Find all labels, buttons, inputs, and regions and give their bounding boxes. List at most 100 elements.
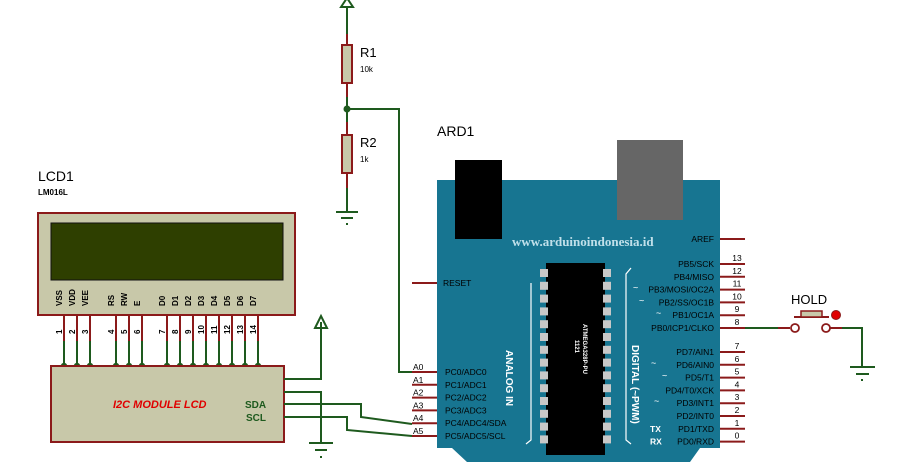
lcd-model: LM016L xyxy=(38,188,68,197)
arduino-board[interactable]: www.arduinoindonesia.id 1121 ATMEGA328P-… xyxy=(412,140,745,462)
power-jack xyxy=(455,160,502,239)
digital-pin-name: PB5/SCK xyxy=(678,259,714,269)
pwm-tilde: ~ xyxy=(633,283,638,293)
digital-pin-number: 6 xyxy=(735,354,740,364)
chip-pin xyxy=(603,371,611,380)
digital-pin-name: PB0/ICP1/CLKO xyxy=(651,323,714,333)
chip-pin xyxy=(603,294,611,303)
lcd-pin-number: 7 xyxy=(158,329,167,334)
analog-pin-number: A5 xyxy=(413,426,424,436)
chip-pin xyxy=(603,345,611,354)
analog-pin-number: A2 xyxy=(413,388,424,398)
hold-pushbutton[interactable] xyxy=(745,310,863,368)
chip-pins xyxy=(540,269,611,444)
resistor-r1[interactable]: R1 10k xyxy=(341,34,377,97)
lcd-display[interactable] xyxy=(37,212,296,316)
lcd-pin-number: 10 xyxy=(197,325,206,334)
lcd-pin-name: D4 xyxy=(210,295,219,306)
lcd-pin-number: 3 xyxy=(81,329,90,334)
digital-pin-number: 0 xyxy=(735,431,740,441)
lcd-pin-d4[interactable]: D4 11 xyxy=(210,295,223,370)
pwm-tilde: ~ xyxy=(654,396,659,406)
lcd-pin-number: 11 xyxy=(210,325,219,334)
digital-pin-name: PD7/AIN1 xyxy=(676,347,714,357)
arduino-ref: ARD1 xyxy=(437,123,475,139)
digital-pin-name: PD5/T1 xyxy=(685,373,714,383)
i2c-module[interactable]: I2C MODULE LCD SDA SCL xyxy=(50,365,285,443)
digital-pin-name: PB1/OC1A xyxy=(672,310,714,320)
digital-pin-number: 5 xyxy=(735,367,740,377)
lcd-pin-number: 14 xyxy=(249,325,258,334)
analog-pin-name: PC4/ADC4/SDA xyxy=(445,418,507,428)
digital-pin-number: 8 xyxy=(735,317,740,327)
digital-pin-name: PB3/MOSI/OC2A xyxy=(648,285,714,295)
lcd-pin-name: VSS xyxy=(55,289,64,306)
ground-symbol xyxy=(336,211,358,225)
digital-pin-number: 10 xyxy=(732,291,742,301)
chip-pin xyxy=(540,269,548,277)
lcd-screen xyxy=(50,222,284,281)
digital-pin-number: 4 xyxy=(735,379,740,389)
digital-pin-name: PD3/INT1 xyxy=(677,398,715,408)
chip-pin xyxy=(603,333,611,341)
chip-pin xyxy=(603,358,611,367)
wire-divider-to-a0 xyxy=(347,108,412,373)
chip-part-number: ATMEGA328P-PU xyxy=(581,324,587,374)
pwm-tilde: ~ xyxy=(656,308,661,318)
r2-ref: R2 xyxy=(360,135,377,150)
digital-pin-number: 2 xyxy=(735,405,740,415)
lcd-pin-number: 2 xyxy=(68,329,77,334)
r1-value: 10k xyxy=(360,65,374,74)
chip-pin xyxy=(540,307,548,316)
lcd-pin-number: 9 xyxy=(184,329,193,334)
lcd-pin-number: 8 xyxy=(171,329,180,334)
resistor-r2[interactable]: R2 1k xyxy=(341,122,377,212)
chip-pin xyxy=(603,281,611,290)
chip-pin xyxy=(603,307,611,316)
digital-pin-number: 12 xyxy=(732,266,742,276)
button-state-indicator[interactable] xyxy=(831,310,841,320)
digital-pin-number: 1 xyxy=(735,418,740,428)
lcd-pin-number: 6 xyxy=(133,329,142,334)
pwm-tilde: ~ xyxy=(639,295,644,305)
analog-bracket xyxy=(525,283,532,445)
pwm-tilde: ~ xyxy=(651,358,656,368)
atmega-chip[interactable] xyxy=(546,263,605,455)
usb-connector xyxy=(617,140,683,220)
pwm-tilde: ~ xyxy=(662,371,667,381)
digital-pin-number: 9 xyxy=(735,304,740,314)
chip-pin xyxy=(540,371,548,380)
watermark: www.arduinoindonesia.id xyxy=(512,234,654,249)
chip-pin xyxy=(540,409,548,418)
lcd-pin-name: D2 xyxy=(184,295,193,306)
lcd-pin-number: 12 xyxy=(223,325,232,334)
digital-pin-number: 13 xyxy=(732,253,742,263)
lcd-pin-name: RW xyxy=(120,292,129,306)
digital-pin-name: PD2/INT0 xyxy=(677,411,715,421)
lcd-pin-number: 13 xyxy=(236,325,245,334)
aref-label: AREF xyxy=(691,234,714,244)
button-ref: HOLD xyxy=(791,292,827,307)
